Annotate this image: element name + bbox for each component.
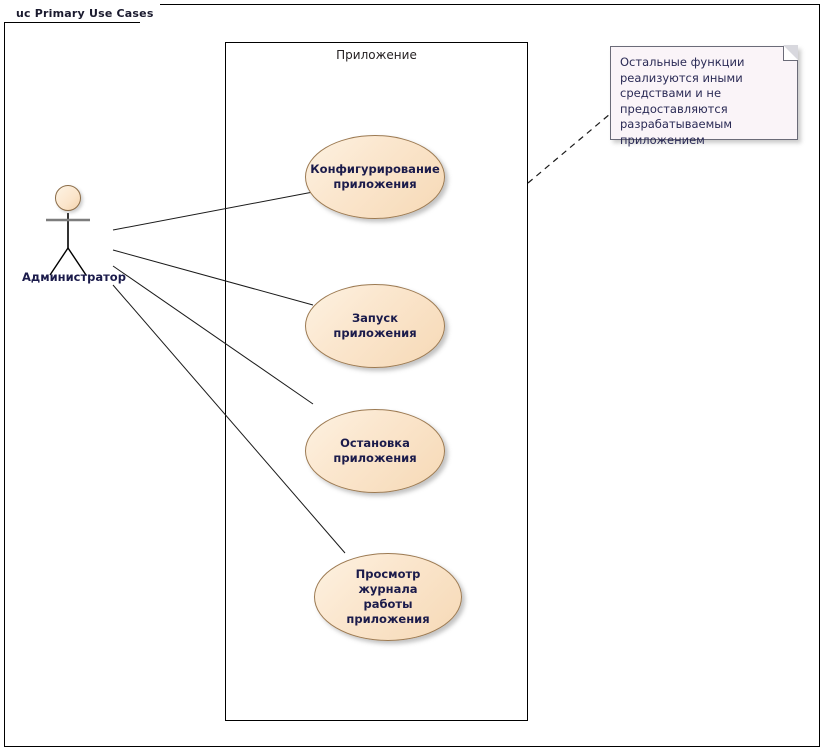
note-box[interactable]: Остальные функции реализуются иными сред… — [610, 45, 798, 147]
use-case-label-line2: приложения — [333, 177, 417, 191]
use-case-stop-application[interactable]: Остановка приложения — [305, 409, 445, 493]
use-case-label: Запуск приложения — [306, 311, 444, 341]
use-case-label-line2: работы приложения — [346, 597, 430, 626]
use-case-label-line1: Запуск приложения — [333, 311, 417, 340]
diagram-frame — [4, 4, 820, 747]
diagram-title-label: uc Primary Use Cases — [16, 7, 154, 20]
use-case-label-line1: Остановка — [340, 436, 410, 450]
use-case-start-application[interactable]: Запуск приложения — [305, 284, 445, 368]
use-case-label-line2: приложения — [333, 451, 417, 465]
diagram-title-tab-corner — [140, 4, 160, 23]
note-fold-corner-icon — [783, 45, 798, 61]
system-boundary-label: Приложение — [336, 48, 417, 62]
note-text: Остальные функции реализуются иными сред… — [620, 55, 745, 147]
use-case-label: Конфигурирование приложения — [296, 162, 453, 192]
use-case-label-line1: Конфигурирование — [310, 162, 440, 176]
actor-label: Администратор — [22, 270, 126, 284]
use-case-label: Просмотр журнала работы приложения — [315, 567, 461, 627]
stick-figure-actor-icon — [55, 185, 81, 211]
use-case-label-line1: Просмотр журнала — [355, 567, 421, 596]
use-case-configure-application[interactable]: Конфигурирование приложения — [305, 135, 445, 219]
use-case-label: Остановка приложения — [319, 436, 430, 466]
use-case-view-application-log[interactable]: Просмотр журнала работы приложения — [314, 553, 462, 641]
